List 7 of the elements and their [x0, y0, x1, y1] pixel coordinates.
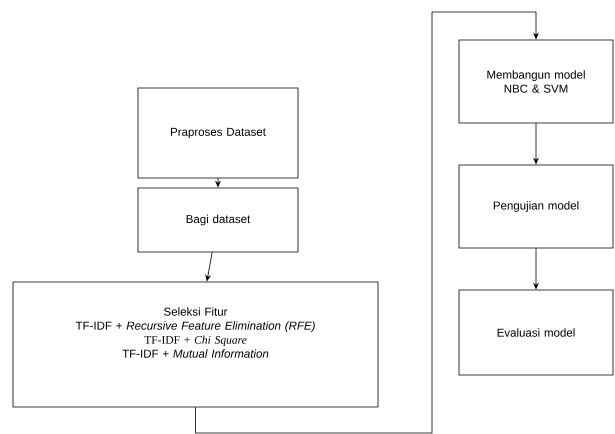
- process-box: Seleksi Fitur TF-IDF + Recursive Feature Elimination (RFE) TF-IDF + Chi Square TF-IDF + Mutual Information: [12, 282, 378, 408]
- process-box: Pengujian model: [458, 164, 614, 248]
- process-box: Bagi dataset: [138, 188, 298, 252]
- process-box: Praproses Dataset: [138, 88, 298, 178]
- process-box: Evaluasi model: [458, 290, 614, 376]
- process-box: Membangun model NBC & SVM: [458, 40, 614, 124]
- arrow: [195, 12, 540, 434]
